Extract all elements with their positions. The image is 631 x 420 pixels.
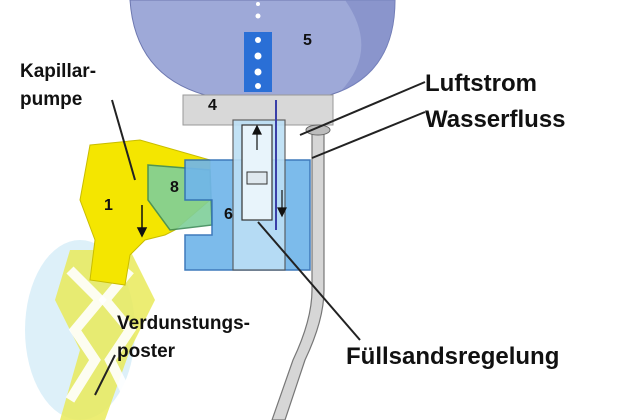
number-4: 4 <box>208 97 217 114</box>
label-luftstrom: Luftstrom <box>425 70 537 97</box>
number-6: 6 <box>224 206 233 223</box>
number-1: 1 <box>104 197 113 214</box>
label-fuellstand: Füllsandsregelung <box>346 343 560 370</box>
wick-arrow <box>136 205 148 238</box>
leader-lines <box>94 81 426 396</box>
float-valve <box>246 171 268 185</box>
number-5: 5 <box>303 32 312 49</box>
label-wasserfluss: Wasserfluss <box>425 106 566 133</box>
label-poster: poster <box>117 341 176 362</box>
label-verdunstungs: Verdunstungs- <box>117 313 251 334</box>
flow-arrows <box>252 124 287 218</box>
number-8: 8 <box>170 179 179 196</box>
evaporation-poster <box>25 240 155 420</box>
label-kapillar: Kapillar- <box>20 61 97 82</box>
air-tube <box>271 129 325 420</box>
bottle-shading <box>340 0 395 92</box>
label-pumpe: pumpe <box>20 89 83 110</box>
droplet-stream <box>244 2 272 92</box>
